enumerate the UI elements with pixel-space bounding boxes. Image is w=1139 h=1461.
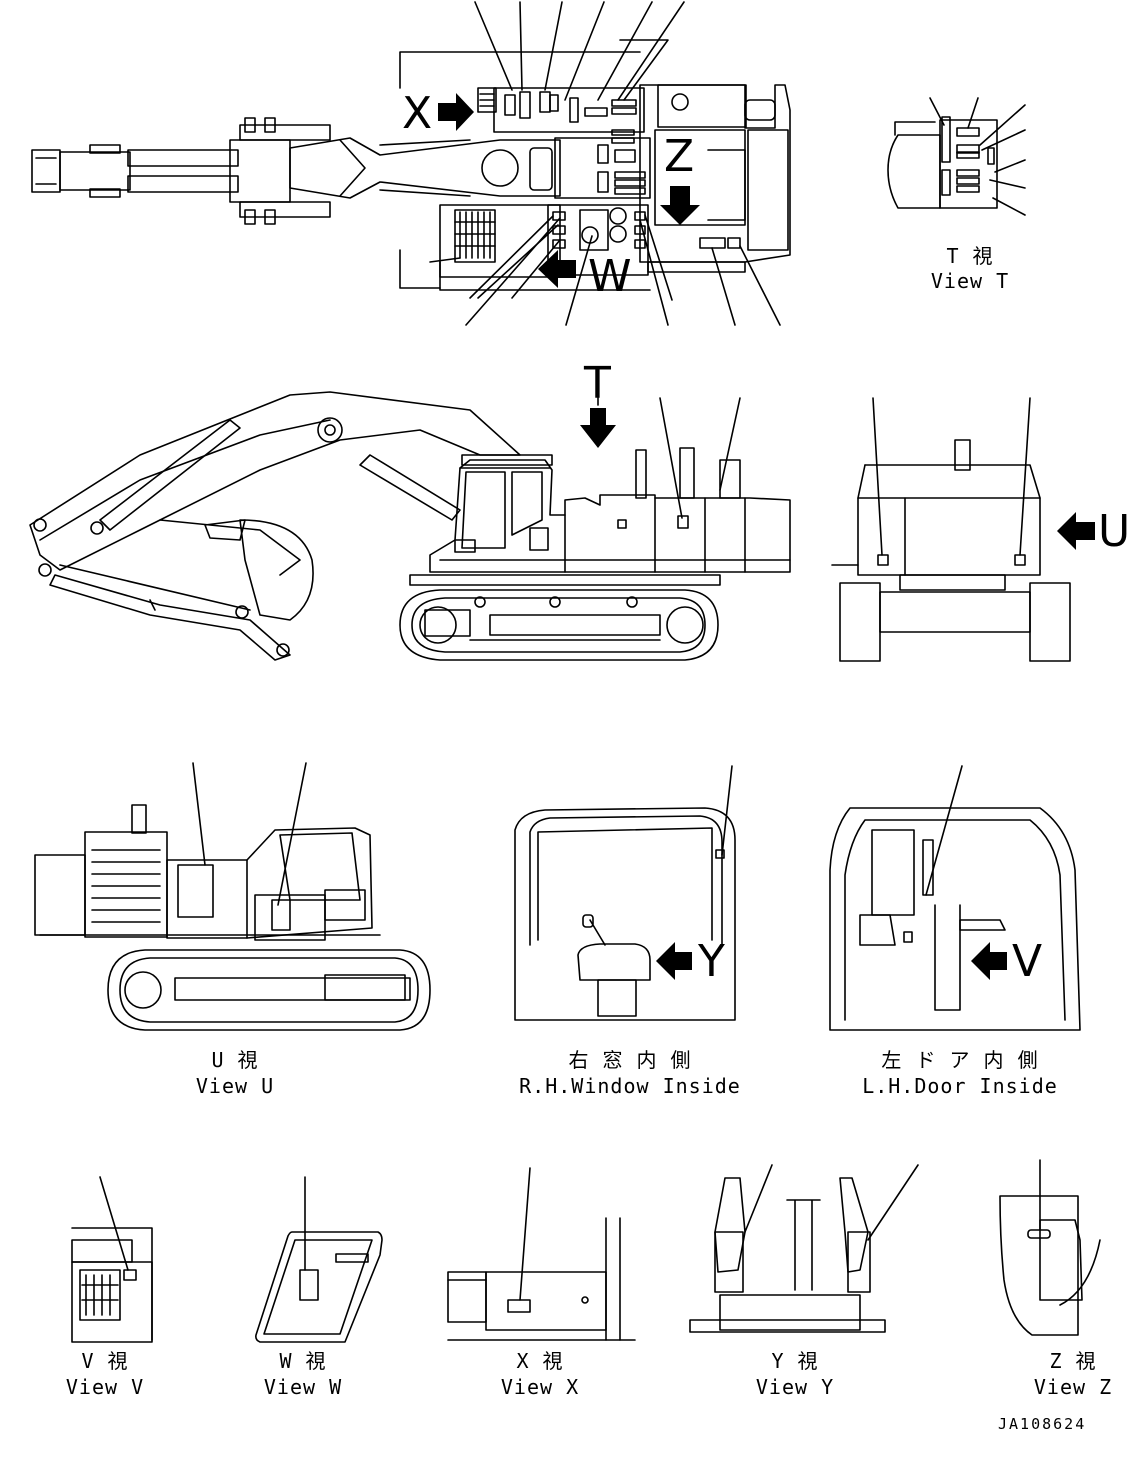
view-y-drawing [689,1164,919,1333]
caption-rh-window-jp: 右 窓 内 側 [568,1048,692,1072]
caption-view-u-jp: U 視 [211,1048,259,1072]
caption-view-t-en: View T [930,269,1010,293]
view-z-drawing [999,1159,1101,1336]
arrow-icons-top [438,93,700,288]
view-w-drawing [255,1176,383,1343]
arrow-icon-v [971,942,1007,980]
view-v-drawing [71,1176,153,1343]
caption-view-x-jp: X 視 [516,1349,564,1373]
caption-view-z-en: View Z [1033,1375,1113,1399]
caption-view-x-en: View X [500,1375,580,1399]
lh-door-drawing [829,765,1081,1031]
view-letter-u: U [1098,506,1131,557]
view-letter-y: Y [698,936,725,987]
caption-view-w-jp: W 視 [279,1349,327,1373]
view-x-drawing [447,1167,636,1341]
caption-view-y-en: View Y [755,1375,835,1399]
view-t-drawing [887,97,1026,216]
caption-lh-door-jp: 左 ド ア 内 側 [881,1048,1039,1072]
caption-rh-window-en: R.H.Window Inside [519,1074,741,1098]
arrow-icon-y [656,942,692,980]
rh-window-drawing [514,765,736,1021]
caption-view-y-jp: Y 視 [771,1349,819,1373]
caption-view-v-en: View V [65,1375,145,1399]
caption-view-w-en: View W [263,1375,343,1399]
top-view-excavator [31,1,791,326]
view-letter-z: Z [664,131,695,182]
view-u-drawing [34,762,431,1031]
arrow-icon-t [580,408,616,448]
rear-view-excavator [831,397,1071,662]
view-letter-w: W [588,251,632,302]
caption-view-t-jp: T 視 [946,244,994,268]
side-view-excavator [29,391,791,661]
view-letter-t: T [584,358,611,409]
caption-view-v-jp: V 視 [81,1349,129,1373]
caption-view-u-en: View U [195,1074,275,1098]
drawing-number: JA108624 [998,1415,1087,1433]
caption-lh-door-en: L.H.Door Inside [862,1074,1058,1098]
view-letter-v: V [1012,936,1043,987]
caption-view-z-jp: Z 視 [1049,1349,1097,1373]
view-letter-x: X [402,88,433,139]
arrow-icon-u [1057,512,1095,550]
